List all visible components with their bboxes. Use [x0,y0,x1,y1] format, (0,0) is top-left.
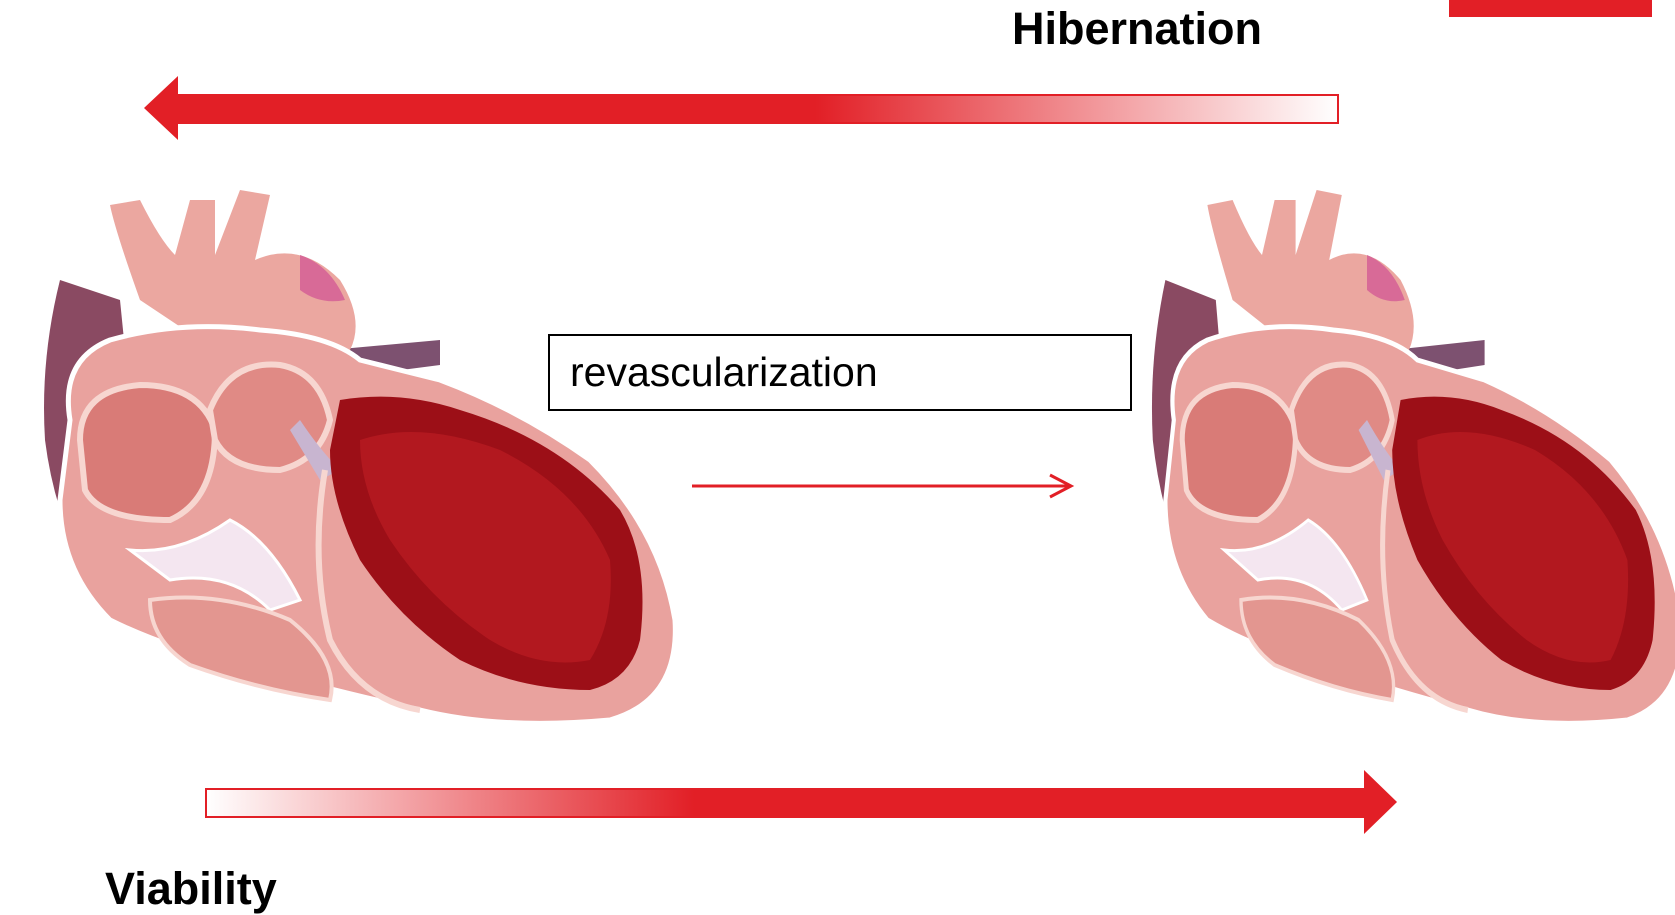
hibernation-label: Hibernation [1012,6,1262,51]
viability-arrow [206,770,1397,834]
revascularization-label: revascularization [570,349,878,395]
heart-after-icon [1152,190,1675,723]
revascularization-arrow [692,475,1071,497]
corner-accent-bar [1449,0,1652,17]
heart-before-icon [44,190,675,723]
hibernation-arrow [144,76,1338,140]
viability-label: Viability [105,866,277,911]
revascularization-box: revascularization [548,334,1132,411]
